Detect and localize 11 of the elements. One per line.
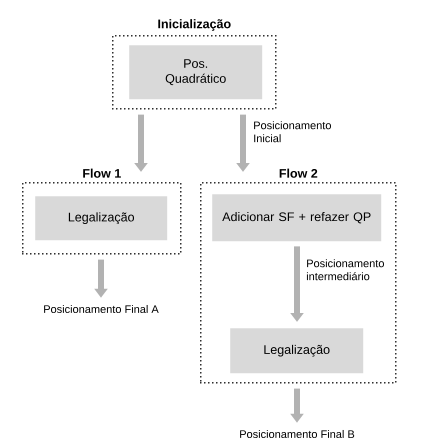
group-title: Flow 2	[280, 168, 318, 178]
process-box: Legalização	[35, 196, 168, 240]
process-box: Adicionar SF + refazer QP	[212, 194, 382, 242]
edge-label: Posicionamento intermediário	[305, 258, 392, 282]
group-title: Flow 1	[83, 168, 121, 178]
output-label: Posicionamento Final B	[240, 430, 354, 438]
process-box: Legalização	[230, 328, 364, 374]
edge-label: Posicionamento Inicial	[252, 120, 340, 144]
output-label: Posicionamento Final A	[44, 304, 159, 314]
group-title: Inicialização	[158, 19, 231, 31]
process-box: Pos. Quadrático	[129, 45, 262, 100]
